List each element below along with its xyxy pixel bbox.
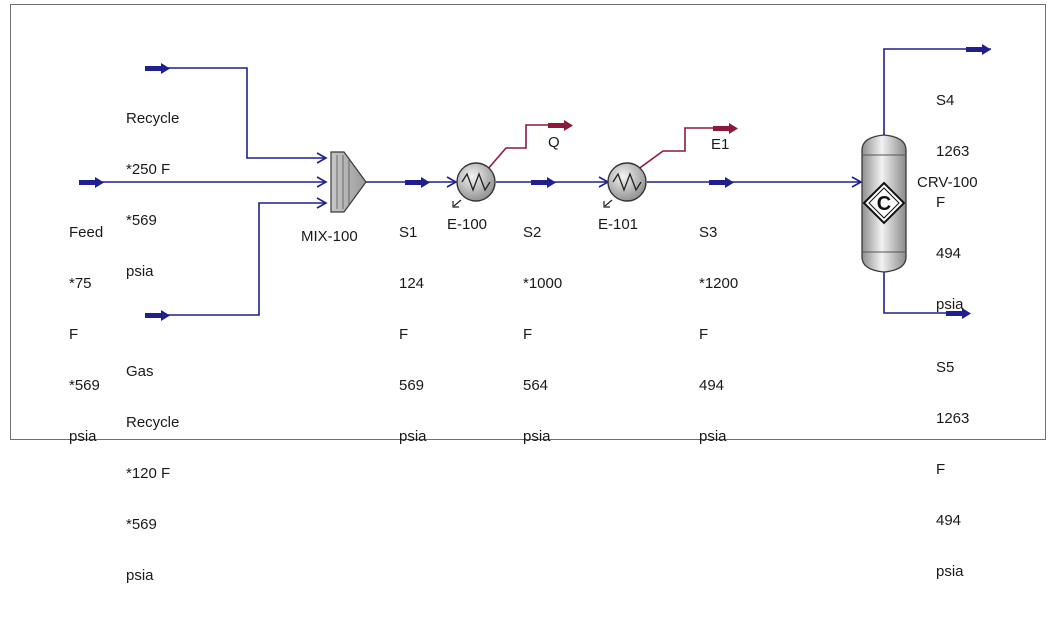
stream-marker-s2 xyxy=(531,177,556,188)
arrowhead xyxy=(316,197,328,209)
stream-line-s5 xyxy=(883,270,961,314)
energy-marker-q xyxy=(548,120,573,131)
stream-label-s1[interactable]: S1 124 F 569 psia xyxy=(399,224,427,445)
stream-name: S3 xyxy=(699,224,718,241)
energy-label-e1[interactable]: E1 xyxy=(711,136,730,153)
stream-label-s4[interactable]: S4 1263 F 494 psia xyxy=(936,92,970,313)
stream-label-s5[interactable]: S5 1263 F 494 psia xyxy=(936,359,970,580)
stream-marker-feed xyxy=(79,177,104,188)
stream-label-recycle[interactable]: Recycle *250 F *569 psia xyxy=(126,110,180,280)
stream-name: Feed xyxy=(69,224,104,241)
heater-icon xyxy=(452,162,496,208)
stream-name: Recycle xyxy=(126,110,180,127)
stream-marker-recycle xyxy=(145,63,170,74)
energy-label-q[interactable]: Q xyxy=(548,134,560,151)
equipment-label-mix-100[interactable]: MIX-100 xyxy=(301,228,358,245)
stream-line-gas-recycle xyxy=(146,202,326,316)
reactor-badge: C xyxy=(877,193,891,215)
stream-marker-s4 xyxy=(966,44,991,55)
equipment-label-e-101[interactable]: E-101 xyxy=(598,216,639,233)
stream-name: Gas xyxy=(126,363,154,380)
stream-marker-s3 xyxy=(709,177,734,188)
arrowhead xyxy=(316,176,328,188)
flowsheet-canvas[interactable]: C Recycle *250 F *569 psia Feed *75 F *5… xyxy=(10,4,1046,584)
stream-line-recycle xyxy=(146,67,326,159)
arrowhead xyxy=(316,152,328,164)
stream-name: S1 xyxy=(399,224,418,241)
arrowhead xyxy=(446,176,458,188)
stream-label-gas-recycle[interactable]: Gas Recycle *120 F *569 psia xyxy=(126,363,180,584)
mixer-icon xyxy=(330,151,367,213)
equipment-label-e-100[interactable]: E-100 xyxy=(447,216,488,233)
heater-icon xyxy=(603,162,647,208)
stream-name: S2 xyxy=(523,224,542,241)
stream-marker-s1 xyxy=(405,177,430,188)
stream-marker-s5 xyxy=(946,308,971,319)
stream-marker-gas-recycle xyxy=(145,310,170,321)
energy-marker-e1 xyxy=(713,123,738,134)
stream-label-feed[interactable]: Feed *75 F *569 psia xyxy=(69,224,104,445)
conversion-reactor-icon: C xyxy=(861,134,907,273)
energy-line-q xyxy=(486,124,556,171)
stream-name: S4 xyxy=(936,92,955,109)
stream-name: S5 xyxy=(936,359,955,376)
stream-label-s2[interactable]: S2 *1000 F 564 psia xyxy=(523,224,563,445)
stream-label-s3[interactable]: S3 *1200 F 494 psia xyxy=(699,224,739,445)
energy-line-e1 xyxy=(636,127,718,171)
equipment-label-crv-100[interactable]: CRV-100 xyxy=(917,174,978,191)
arrowhead xyxy=(851,176,863,188)
flowsheet-diagram: C xyxy=(79,44,991,321)
stream-line-s4 xyxy=(883,48,991,135)
